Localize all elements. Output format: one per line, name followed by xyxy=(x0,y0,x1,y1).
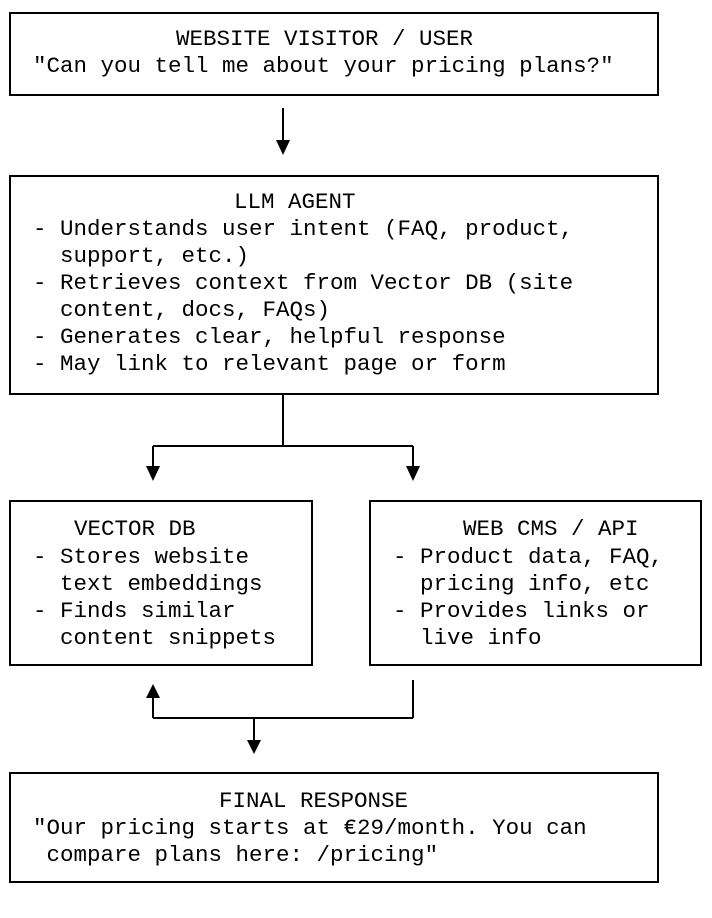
web-cms-line: - Product data, FAQ, xyxy=(393,544,664,570)
final-response-box: FINAL RESPONSE "Our pricing starts at €2… xyxy=(9,772,659,883)
web-cms-line: live info xyxy=(393,625,542,651)
final-response-line: compare plans here: /pricing" xyxy=(33,842,439,868)
web-cms-title: WEB CMS / API xyxy=(463,516,639,542)
arrow-down-icon xyxy=(406,466,420,481)
vector-db-line: text embeddings xyxy=(33,571,263,597)
visitor-message: "Can you tell me about your pricing plan… xyxy=(33,53,614,79)
final-response-title: FINAL RESPONSE xyxy=(219,788,409,814)
visitor-title: WEBSITE VISITOR / USER xyxy=(176,26,474,52)
llm-agent-line: - Understands user intent (FAQ, product, xyxy=(33,216,574,242)
web-cms-line: - Provides links or xyxy=(393,598,650,624)
arrow-down-icon xyxy=(276,140,290,155)
vector-db-line: content snippets xyxy=(33,625,277,651)
llm-agent-line: support, etc.) xyxy=(33,243,250,269)
vector-db-box: VECTOR DB - Stores website text embeddin… xyxy=(9,500,313,666)
web-cms-line: pricing info, etc xyxy=(393,571,650,597)
arrow-up-icon xyxy=(146,684,160,698)
llm-agent-line: - Generates clear, helpful response xyxy=(33,324,506,350)
vector-db-line: - Stores website xyxy=(33,544,250,570)
vector-db-title: VECTOR DB xyxy=(74,516,196,542)
vector-db-line: - Finds similar xyxy=(33,598,236,624)
arrow-down-icon xyxy=(247,740,261,754)
llm-agent-line: content, docs, FAQs) xyxy=(33,297,331,323)
llm-agent-title: LLM AGENT xyxy=(234,189,356,215)
llm-agent-line: - May link to relevant page or form xyxy=(33,351,506,377)
final-response-line: "Our pricing starts at €29/month. You ca… xyxy=(33,815,587,841)
arrow-down-icon xyxy=(146,466,160,481)
web-cms-box: WEB CMS / API - Product data, FAQ, prici… xyxy=(369,500,702,666)
llm-agent-box: LLM AGENT - Understands user intent (FAQ… xyxy=(9,175,659,395)
llm-agent-line: - Retrieves context from Vector DB (site xyxy=(33,270,574,296)
visitor-box: WEBSITE VISITOR / USER "Can you tell me … xyxy=(9,12,659,96)
